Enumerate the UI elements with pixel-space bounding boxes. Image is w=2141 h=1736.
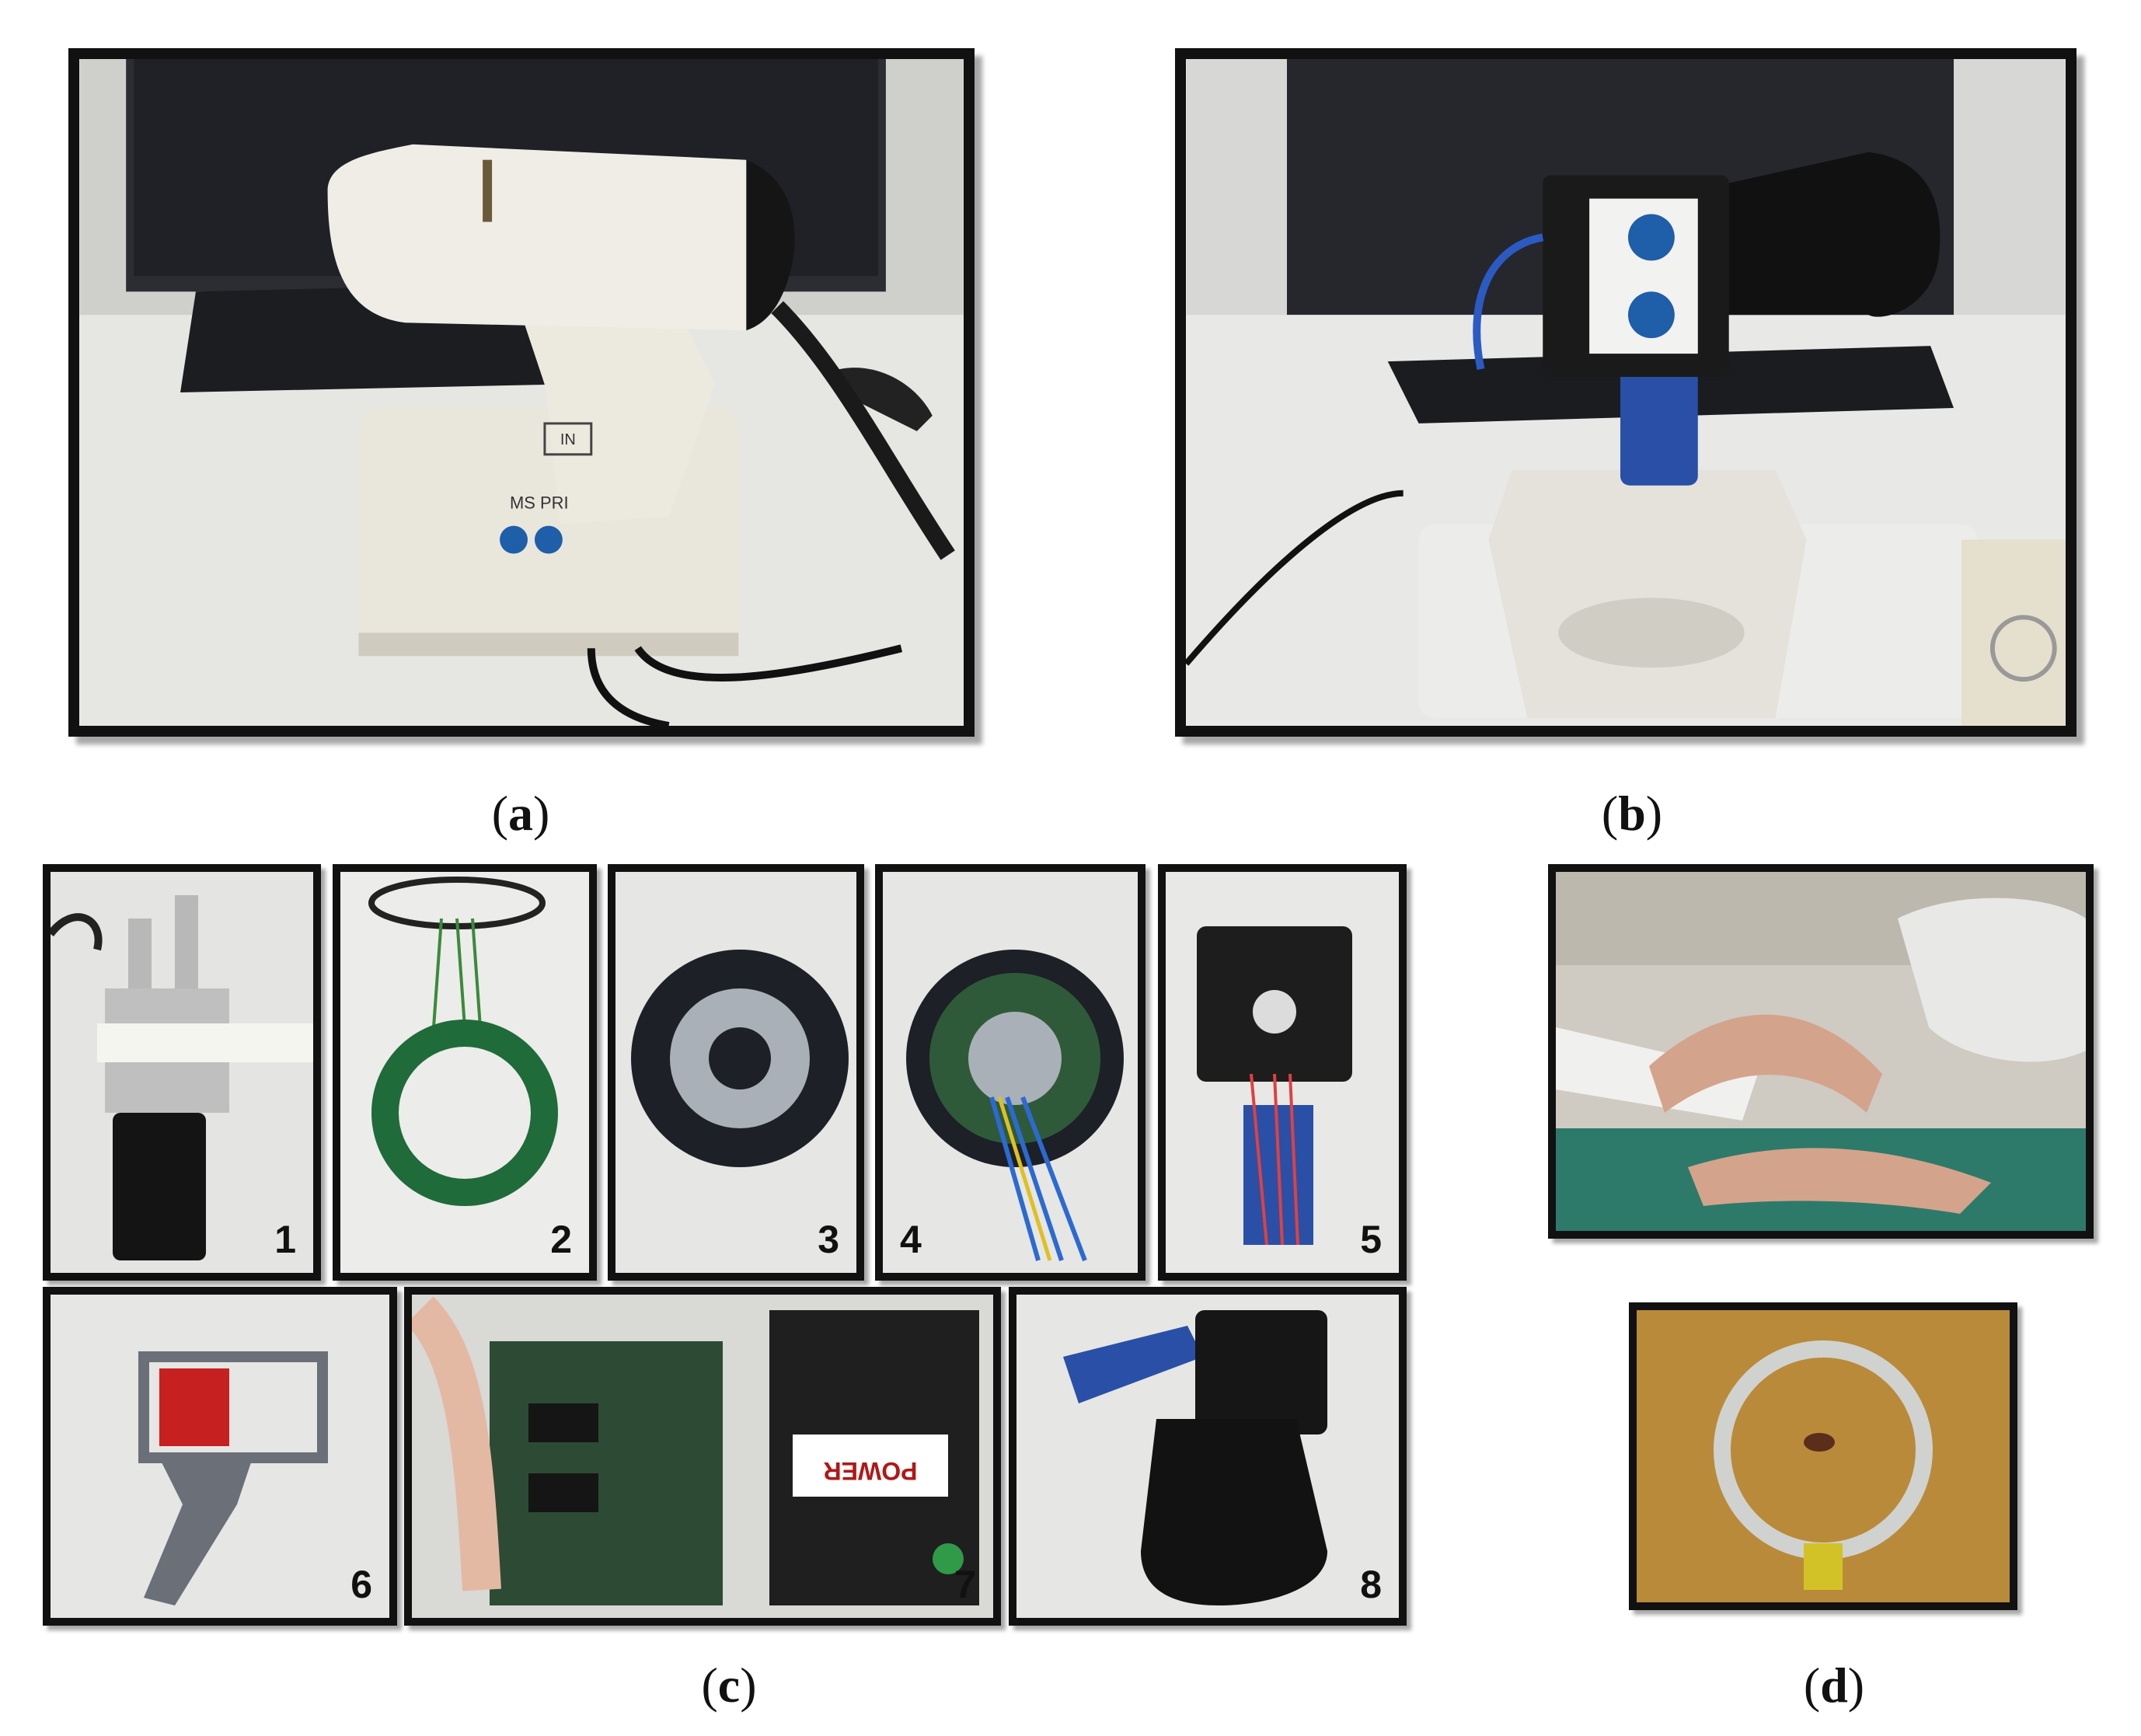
photo-panel-b [1175, 48, 2076, 737]
handheld-camera-photo [1186, 59, 2066, 726]
panel-label-c: (c) [701, 1658, 757, 1713]
subpanel-2: 2 [333, 864, 597, 1281]
subpanel-4: 4 [875, 864, 1145, 1281]
panel-label-a: (a) [491, 786, 550, 841]
subpanel-number-6: 6 [350, 1563, 372, 1606]
device-on-dock-photo: IN MS PRI [79, 59, 964, 726]
subpanel-8: 8 [1009, 1287, 1407, 1626]
subpanel-number-1: 1 [274, 1218, 296, 1261]
dark-housing-ring-photo [615, 872, 856, 1273]
3d-printed-frame-photo [51, 1295, 389, 1618]
subpanel-3: 3 [608, 864, 864, 1281]
assembled-camera-photo [1016, 1295, 1399, 1618]
subpanel-number-2: 2 [550, 1218, 572, 1261]
handle-wiring-photo [1166, 872, 1399, 1273]
photo-panel-d-top [1548, 864, 2094, 1239]
device-tag-text: IN [560, 431, 576, 448]
camera-with-ruler-photo [51, 872, 313, 1273]
subpanel-7: POWER 7 [404, 1287, 1001, 1626]
panel-label-d: (d) [1803, 1658, 1865, 1713]
subpanel-6: 6 [43, 1287, 397, 1626]
photo-panel-d-bottom [1629, 1302, 2017, 1610]
panel-label-b: (b) [1601, 786, 1663, 841]
adapter-label: POWER [824, 1457, 918, 1485]
subpanel-number-8: 8 [1360, 1563, 1382, 1606]
subpanel-number-7: 7 [954, 1563, 976, 1606]
device-brand-text: MS PRI [510, 493, 569, 513]
housing-with-pcb-photo [883, 872, 1138, 1273]
led-ring-pcb-photo [340, 872, 589, 1273]
subpanel-number-5: 5 [1360, 1218, 1382, 1261]
reference-ring-on-skin-photo [1637, 1310, 2010, 1602]
device-in-use-photo [1556, 872, 2086, 1231]
subpanel-number-4: 4 [900, 1218, 922, 1261]
electronics-board-photo: POWER [412, 1295, 993, 1618]
subpanel-5: 5 [1158, 864, 1407, 1281]
photo-panel-a: IN MS PRI [68, 48, 975, 737]
subpanel-number-3: 3 [818, 1218, 839, 1261]
subpanel-1: 1 [43, 864, 321, 1281]
